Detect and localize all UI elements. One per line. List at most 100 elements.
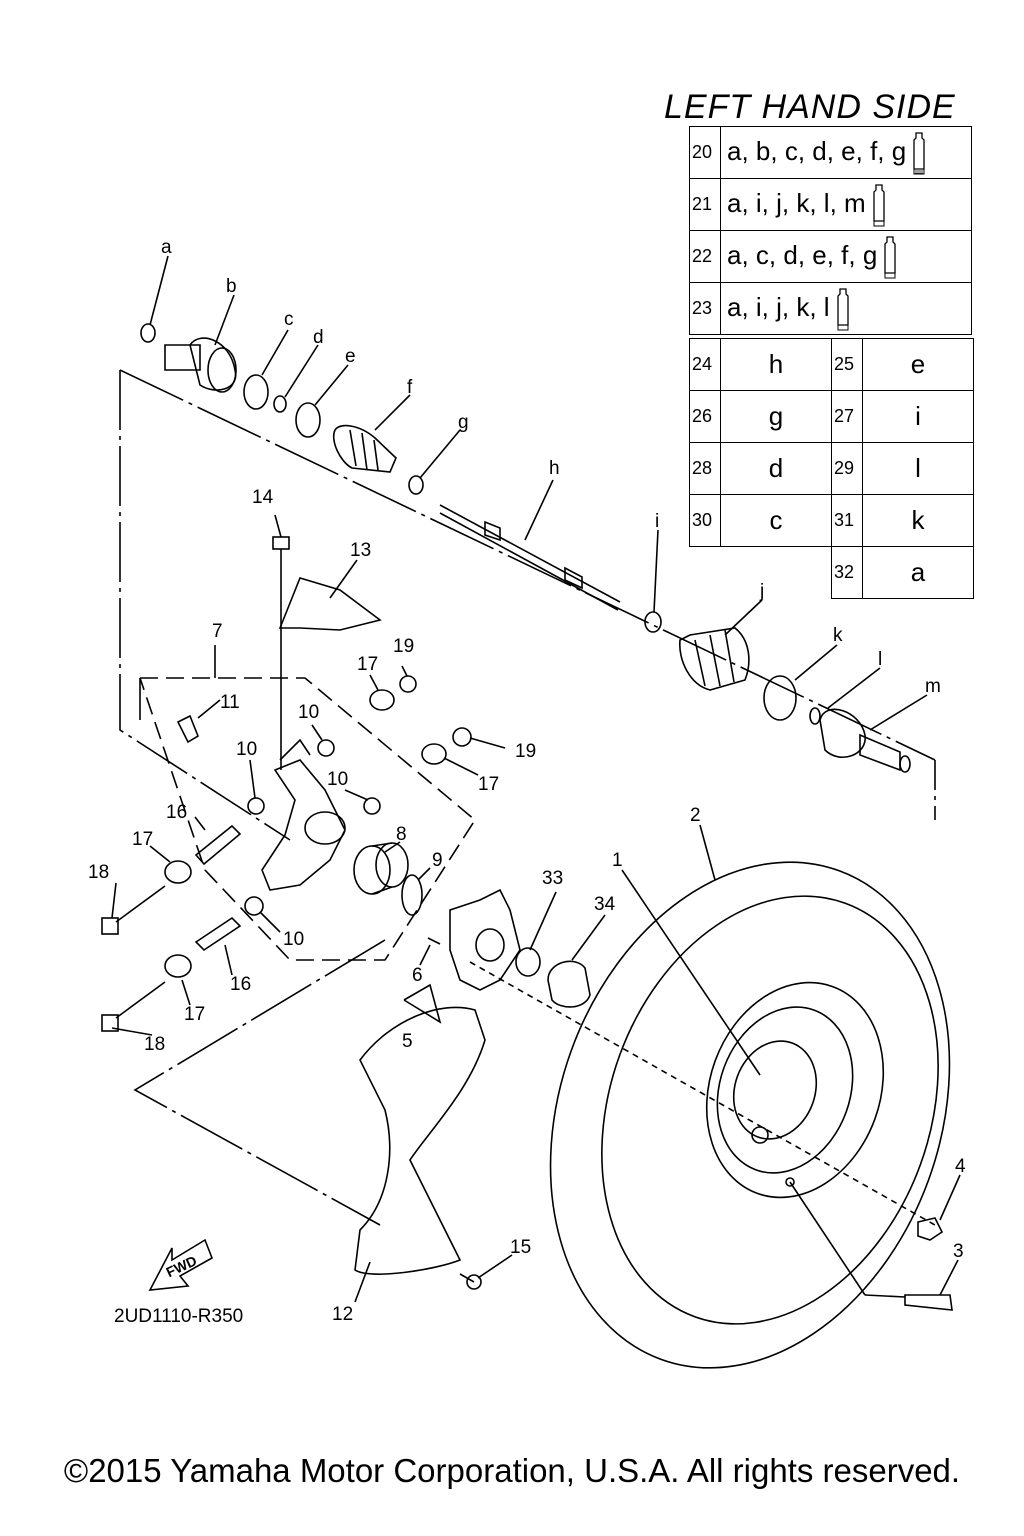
kit-number: 20 — [689, 126, 721, 179]
callout-m: m — [925, 676, 941, 697]
knuckle-group-outline — [139, 677, 477, 961]
cv-boot-j — [679, 627, 750, 691]
bushing-17b — [421, 743, 447, 765]
boot-band-g — [408, 475, 424, 495]
callout-3: 3 — [953, 1241, 964, 1262]
brake-hose-bracket-13 — [278, 577, 382, 631]
hub-5 — [427, 888, 521, 991]
ref-letter: c — [720, 494, 832, 547]
callout-4: 4 — [955, 1156, 966, 1177]
callout-5: 5 — [402, 1031, 413, 1052]
callout-18-b: 18 — [144, 1034, 165, 1055]
callout-c: c — [284, 309, 294, 330]
kit-number: 22 — [689, 230, 721, 283]
callout-a: a — [161, 237, 172, 258]
callout-19-b: 19 — [515, 741, 536, 762]
kit-parts: a, b, c, d, e, f, g — [727, 135, 907, 166]
cv-boot-f — [333, 424, 397, 473]
ref-row: 30 c 31 k — [689, 494, 974, 547]
callout-16-b: 16 — [230, 974, 251, 995]
callout-10-c: 10 — [327, 769, 348, 790]
callout-d: d — [313, 327, 324, 348]
ref-letter: d — [720, 442, 832, 495]
collar-16a — [194, 824, 242, 866]
callout-17-d: 17 — [184, 1004, 205, 1025]
ref-number: 24 — [689, 338, 721, 391]
callout-j: j — [759, 581, 764, 602]
boot-band-e — [295, 402, 321, 438]
callout-i: i — [655, 511, 659, 532]
valve-stem-3 — [789, 1181, 953, 1311]
ref-letter: h — [720, 338, 832, 391]
callout-10-b: 10 — [236, 739, 257, 760]
callout-6: 6 — [412, 965, 423, 986]
callout-8: 8 — [396, 824, 407, 845]
callout-11: 11 — [220, 692, 240, 713]
callout-2: 2 — [690, 805, 701, 826]
callout-18-a: 18 — [88, 862, 109, 883]
ref-row: 24 h 25 e — [689, 338, 974, 391]
fwd-arrow-icon — [148, 1238, 213, 1291]
grease-tube-icon — [836, 287, 849, 330]
grease-tube-icon — [913, 131, 925, 174]
callout-17-b: 17 — [478, 774, 499, 795]
bushing-17c — [164, 860, 192, 884]
callout-33: 33 — [542, 868, 563, 889]
nut-33 — [515, 947, 541, 977]
callout-l: l — [878, 649, 882, 670]
callout-13: 13 — [350, 540, 371, 561]
kit-number: 21 — [689, 178, 721, 231]
cv-joint-outer — [164, 337, 237, 393]
callout-7: 7 — [212, 621, 223, 642]
callout-9: 9 — [432, 850, 443, 871]
ref-row: 26 g 27 i — [689, 390, 974, 443]
ref-letter — [721, 547, 832, 599]
ref-letter: k — [862, 494, 974, 547]
screw-15 — [459, 1273, 482, 1290]
diagram-code: 2UD1110-R350 — [114, 1306, 244, 1327]
ref-number: 29 — [831, 442, 863, 495]
bushing-17d — [164, 954, 192, 978]
collar-10a — [317, 739, 335, 757]
bolt-14 — [272, 536, 290, 570]
kit-number: 23 — [689, 282, 721, 335]
ref-number: 31 — [831, 494, 863, 547]
circlip-d — [273, 395, 287, 413]
wheel-1 — [705, 981, 885, 1199]
ref-number: 32 — [831, 546, 863, 599]
ref-number: 27 — [831, 390, 863, 443]
callout-10-a: 10 — [298, 702, 319, 723]
ref-letter: l — [862, 442, 974, 495]
grease-tube-icon — [884, 235, 896, 278]
ref-letter: i — [862, 390, 974, 443]
ref-letter: a — [862, 546, 974, 599]
callout-1: 1 — [612, 850, 623, 871]
ref-number — [690, 547, 721, 599]
side-title: LEFT HAND SIDE — [664, 88, 956, 126]
callout-14: 14 — [252, 487, 274, 508]
kit-parts: a, i, j, k, l — [727, 291, 830, 322]
nut-19b — [452, 727, 472, 747]
wheel-nut-4 — [917, 1217, 944, 1241]
drive-shaft-h — [439, 504, 621, 611]
callout-g: g — [458, 412, 469, 433]
ref-row: 28 d 29 l — [689, 442, 974, 495]
kit-row: 23 a, i, j, k, l — [689, 282, 972, 335]
circlip-a — [140, 323, 156, 343]
callout-16-a: 16 — [166, 802, 187, 823]
ref-letter: g — [720, 390, 832, 443]
cv-joint-inner-m — [819, 708, 911, 773]
circlip-l — [809, 707, 821, 725]
ref-number: 25 — [831, 338, 863, 391]
grease-nipple-11 — [176, 714, 199, 744]
ref-number: 30 — [689, 494, 721, 547]
boot-band-i — [644, 611, 662, 633]
callout-34: 34 — [594, 894, 616, 915]
callout-b: b — [226, 276, 237, 297]
kit-parts: a, c, d, e, f, g — [727, 239, 878, 270]
collar-10d — [244, 896, 264, 916]
copyright-footer: ©2015 Yamaha Motor Corporation, U.S.A. A… — [63, 1452, 961, 1489]
callout-h: h — [549, 458, 560, 479]
ref-row: 32 a — [690, 546, 974, 599]
